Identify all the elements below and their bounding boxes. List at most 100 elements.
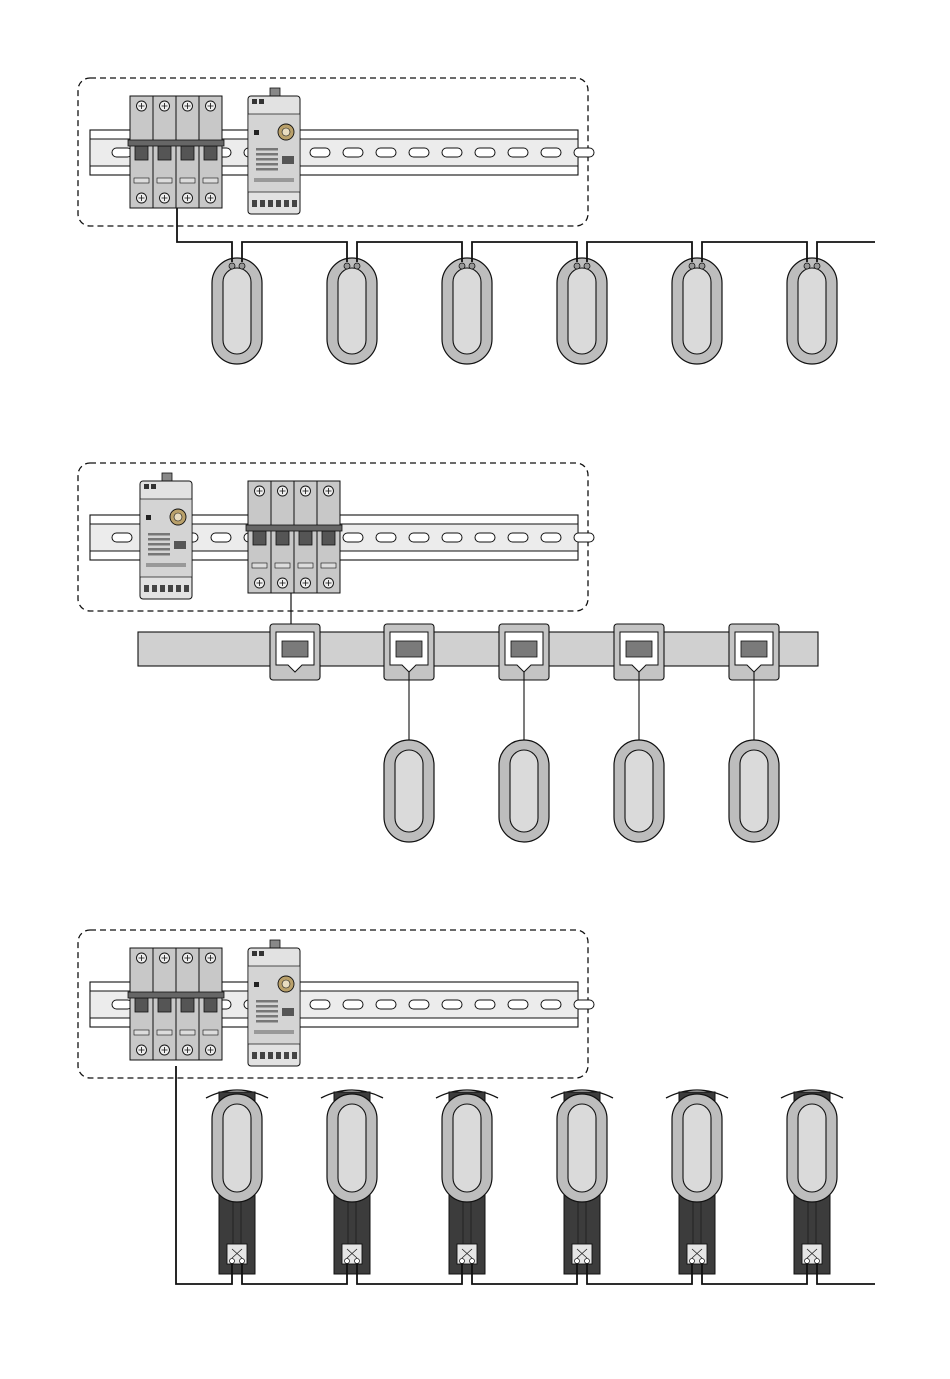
sensor-inner-opening bbox=[510, 750, 538, 832]
rail-slot bbox=[442, 1000, 462, 1009]
sensor-inner-opening bbox=[395, 750, 423, 832]
current-sensor-loop-icon bbox=[327, 258, 377, 364]
connector-pin bbox=[252, 1052, 257, 1059]
qr-code bbox=[282, 1008, 294, 1016]
current-sensor-loop-icon bbox=[557, 1094, 607, 1202]
breaker-label-strip bbox=[134, 1030, 149, 1035]
connector-pin bbox=[292, 200, 297, 207]
rail-slot bbox=[541, 1000, 561, 1009]
rail-slot bbox=[574, 148, 594, 157]
circuit-breaker-icon bbox=[128, 948, 224, 1060]
terminal-hole bbox=[230, 1259, 235, 1264]
rail-slot bbox=[376, 533, 396, 542]
breaker-toggle bbox=[276, 531, 289, 545]
rail-slot bbox=[343, 533, 363, 542]
breaker-label-strip bbox=[252, 563, 267, 568]
rail-slot bbox=[475, 1000, 495, 1009]
rail-slot bbox=[409, 148, 429, 157]
rail-slot bbox=[508, 148, 528, 157]
bus-bar-icon bbox=[138, 632, 818, 666]
wire bbox=[472, 1264, 577, 1284]
sensor-inner-opening bbox=[568, 1104, 596, 1192]
printed-text-line bbox=[256, 1015, 278, 1018]
breaker-label-strip bbox=[203, 178, 218, 183]
rail-slot bbox=[442, 148, 462, 157]
printed-text-line bbox=[256, 158, 278, 161]
connector-pin bbox=[152, 585, 157, 592]
current-sensor-loop-icon bbox=[327, 1094, 377, 1202]
energy-meter-module-icon bbox=[248, 88, 300, 214]
wire bbox=[357, 1264, 462, 1284]
sensor-inner-opening bbox=[740, 750, 768, 832]
breaker-toggle bbox=[158, 998, 171, 1012]
rail-slot bbox=[343, 1000, 363, 1009]
current-sensor-loop-icon bbox=[672, 258, 722, 364]
wire bbox=[242, 1264, 347, 1284]
connector-pin bbox=[260, 200, 265, 207]
breaker-toggle bbox=[299, 531, 312, 545]
circuit-breaker-icon bbox=[128, 96, 224, 208]
terminal-hole bbox=[815, 1259, 820, 1264]
sensor-terminal bbox=[229, 263, 235, 269]
terminal-hole bbox=[690, 1259, 695, 1264]
rotary-knob-center bbox=[174, 513, 182, 521]
rail-slot bbox=[475, 533, 495, 542]
breaker-toggle bbox=[204, 998, 217, 1012]
rail-slot bbox=[475, 148, 495, 157]
breaker-toggle bbox=[322, 531, 335, 545]
terminal-hole bbox=[700, 1259, 705, 1264]
printed-text-line bbox=[256, 1010, 278, 1013]
printed-text-line bbox=[256, 168, 278, 171]
label-strip bbox=[146, 563, 186, 567]
terminal-hole bbox=[575, 1259, 580, 1264]
connector-pin bbox=[292, 1052, 297, 1059]
current-sensor-loop-icon bbox=[499, 740, 549, 842]
rail-slot bbox=[508, 1000, 528, 1009]
printed-text-line bbox=[256, 1020, 278, 1023]
current-sensor-loop-icon bbox=[729, 740, 779, 842]
terminal-hole bbox=[805, 1259, 810, 1264]
bus-bar-connector-icon bbox=[270, 624, 320, 680]
sensor-inner-opening bbox=[223, 1104, 251, 1192]
panel-bracket-chain bbox=[78, 930, 875, 1284]
sensor-inner-opening bbox=[568, 268, 596, 354]
sensor-terminal bbox=[574, 263, 580, 269]
connector-pin bbox=[268, 1052, 273, 1059]
breaker-label-strip bbox=[180, 178, 195, 183]
breaker-toggle bbox=[181, 146, 194, 160]
wire bbox=[472, 242, 577, 262]
sensor-inner-opening bbox=[798, 268, 826, 354]
breaker-label-strip bbox=[157, 1030, 172, 1035]
wire bbox=[817, 242, 875, 262]
led-indicator bbox=[252, 99, 257, 104]
current-sensor-loop-icon bbox=[212, 1094, 262, 1202]
current-sensor-loop-icon bbox=[614, 740, 664, 842]
rail-slot bbox=[409, 533, 429, 542]
breaker-label-strip bbox=[203, 1030, 218, 1035]
wire bbox=[702, 242, 807, 262]
sensor-inner-opening bbox=[453, 1104, 481, 1192]
led-indicator bbox=[144, 484, 149, 489]
status-led bbox=[254, 982, 259, 987]
breaker-toggle bbox=[135, 998, 148, 1012]
breaker-toggle bbox=[158, 146, 171, 160]
status-led bbox=[254, 130, 259, 135]
connector-contact bbox=[396, 641, 422, 657]
printed-text-line bbox=[256, 148, 278, 151]
breaker-label-strip bbox=[134, 178, 149, 183]
breaker-label-strip bbox=[298, 563, 313, 568]
connector-pin bbox=[276, 1052, 281, 1059]
qr-code bbox=[174, 541, 186, 549]
breaker-label-strip bbox=[180, 1030, 195, 1035]
energy-meter-module-icon bbox=[248, 940, 300, 1066]
printed-text-line bbox=[148, 553, 170, 556]
rail-slot bbox=[310, 148, 330, 157]
connector-contact bbox=[626, 641, 652, 657]
sensor-inner-opening bbox=[798, 1104, 826, 1192]
breaker-label-strip bbox=[275, 563, 290, 568]
breaker-toggle bbox=[204, 146, 217, 160]
led-indicator bbox=[252, 951, 257, 956]
energy-meter-module-icon bbox=[140, 473, 192, 599]
rail-slot bbox=[211, 533, 231, 542]
current-sensor-loop-icon bbox=[787, 258, 837, 364]
